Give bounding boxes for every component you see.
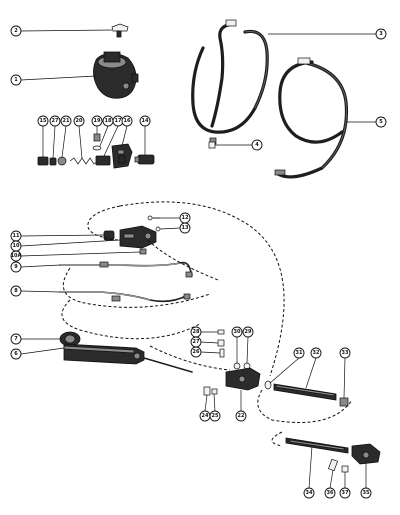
part-18b-small-plug (118, 155, 126, 164)
part-14-cylinder-plug (134, 154, 155, 165)
callout-4: 4 (255, 142, 259, 148)
part-27-bushing (217, 339, 225, 347)
callout-1: 1 (14, 77, 18, 83)
part-33-nut (339, 397, 349, 407)
part-35-end-clamp (351, 443, 381, 465)
callout-17: 17 (115, 118, 122, 124)
callout-28: 28 (193, 329, 200, 335)
callout-35: 35 (363, 490, 370, 496)
callout-14: 14 (142, 118, 149, 124)
part-4-fitting (208, 141, 216, 149)
callout-27: 27 (193, 339, 200, 345)
callout-29: 29 (245, 329, 252, 335)
callout-15: 15 (40, 118, 47, 124)
part-10-control-valve (119, 225, 157, 249)
callout-34: 34 (306, 490, 313, 496)
callout-22: 22 (238, 413, 245, 419)
callout-10a: 10A (11, 253, 22, 259)
callout-12: 12 (182, 215, 189, 221)
part-19-seal (93, 133, 101, 142)
callout-7: 7 (14, 336, 18, 342)
callout-3: 3 (379, 31, 383, 37)
part-30-nut (233, 362, 241, 370)
callout-24: 24 (202, 413, 209, 419)
part-1-pump-reservoir (93, 51, 139, 99)
part-13-washer (155, 226, 161, 232)
callout-5: 5 (379, 119, 383, 125)
part-10a-fitting (139, 248, 147, 255)
part-11-plug (103, 230, 115, 241)
part-7-seal-boot (59, 331, 81, 347)
callout-27a: 27 (52, 118, 59, 124)
callouts: 2 1 15 27 21 20 19 18 17 16 14 (10, 25, 387, 499)
callout-11: 11 (13, 233, 20, 239)
callout-30: 30 (234, 329, 241, 335)
assembly-lines (61, 201, 353, 447)
callout-2: 2 (14, 28, 18, 34)
callout-25: 25 (212, 413, 219, 419)
part-21-nut (57, 156, 67, 166)
part-31-ring (264, 380, 272, 390)
callout-16: 16 (124, 118, 131, 124)
callout-32: 32 (313, 350, 320, 356)
part-32-tie-bar-tube (273, 383, 337, 401)
part-2-cap (111, 23, 129, 38)
part-36-pin (328, 458, 338, 472)
part-34-tie-rod (285, 437, 349, 454)
callout-33: 33 (342, 350, 349, 356)
part-25-nut (211, 388, 218, 395)
callout-10: 10 (13, 243, 20, 249)
part-15-spacer (37, 156, 49, 166)
callout-19: 19 (94, 118, 101, 124)
callout-37: 37 (342, 490, 349, 496)
part-6-power-cylinder (63, 343, 193, 373)
callout-9: 9 (14, 264, 18, 270)
part-20-spring (69, 157, 99, 165)
callout-18: 18 (105, 118, 112, 124)
part-3-hose (191, 19, 269, 145)
callout-36: 36 (327, 490, 334, 496)
part-28-washer (217, 329, 225, 335)
part-26-pin (219, 348, 225, 358)
part-27-washer (49, 157, 57, 166)
callout-13: 13 (182, 225, 189, 231)
part-18-o-ring (92, 145, 102, 151)
part-9-tube (59, 261, 193, 278)
part-37-clip (341, 465, 349, 473)
part-5-hose (274, 57, 349, 179)
part-17-sleeve (95, 155, 111, 166)
part-22-steering-bracket (225, 367, 261, 391)
callout-21: 21 (63, 118, 70, 124)
callout-8: 8 (14, 288, 18, 294)
callout-6: 6 (14, 351, 18, 357)
part-24-bolt (203, 386, 211, 396)
callout-31: 31 (296, 350, 303, 356)
callout-26: 26 (193, 349, 200, 355)
callout-20: 20 (76, 118, 83, 124)
part-8-tube (59, 291, 191, 303)
